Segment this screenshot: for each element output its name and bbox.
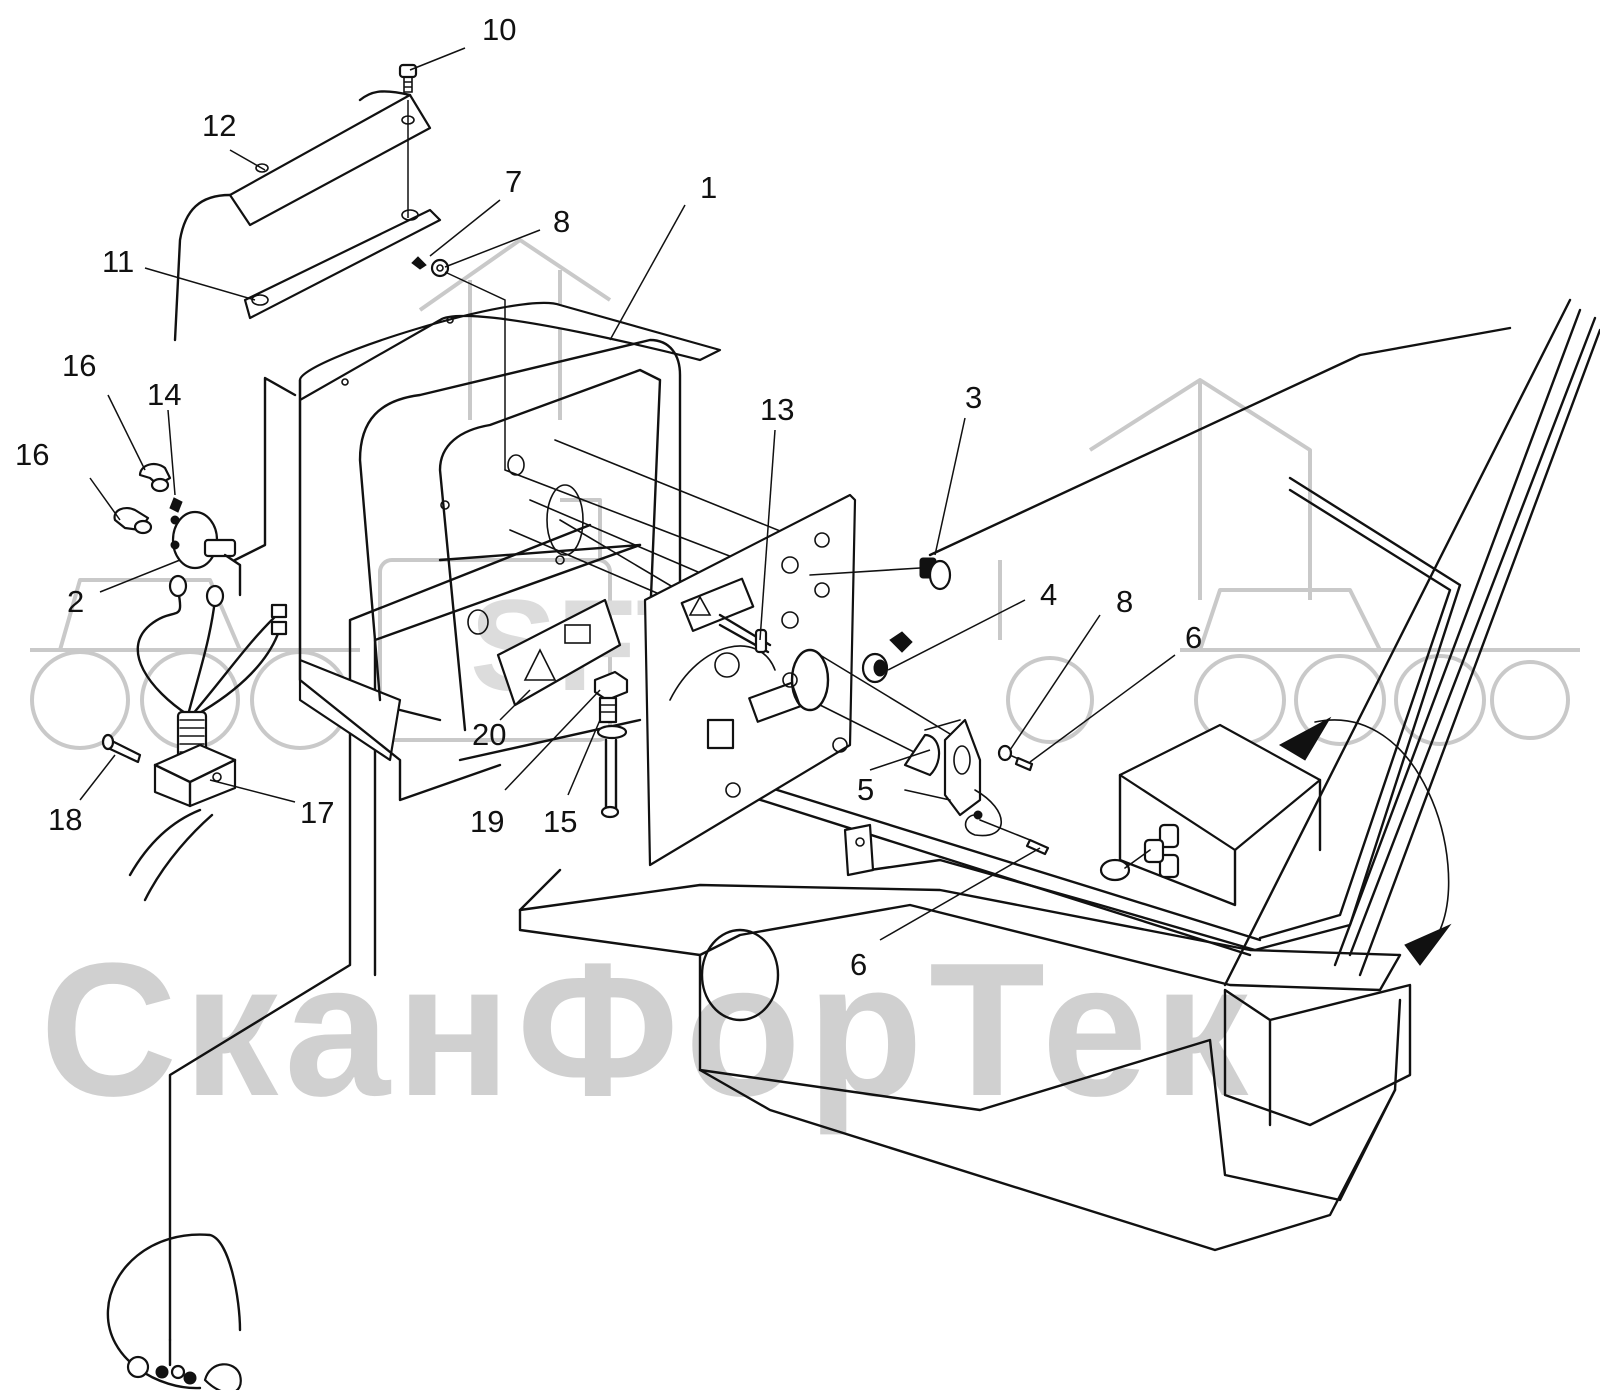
watermark-tractor-right (1180, 588, 1580, 746)
frame-arm-outer (1333, 308, 1600, 977)
bolt-19 (593, 670, 629, 724)
callout-13: 13 (760, 392, 794, 427)
callout-4: 4 (1040, 577, 1057, 612)
panel-gauge-arc (669, 645, 776, 701)
housing-hole-1 (440, 500, 450, 510)
callout-17: 17 (300, 795, 334, 830)
housing-hole-2 (555, 555, 565, 565)
frame-rail-left (168, 523, 592, 1342)
callout-6-lower: 6 (850, 947, 867, 982)
panel-socket-rods (819, 654, 961, 761)
callout-8-right: 8 (1116, 584, 1133, 619)
housing-front-frame (358, 338, 682, 702)
cover-hole-1 (255, 163, 269, 173)
housing-inner-oval (546, 484, 584, 556)
callout-10: 10 (482, 12, 516, 47)
hose-16-lower (113, 506, 153, 535)
watermark-text: СканФорТек (40, 924, 1254, 1136)
housing-hole-3 (341, 378, 349, 386)
housing-grommet (467, 609, 489, 635)
direction-arrow-2 (1404, 923, 1452, 966)
strip-hole-2 (401, 209, 419, 221)
callout-1: 1 (700, 170, 717, 205)
frame-rod (743, 778, 1262, 957)
warning-decal-top (680, 577, 755, 632)
pin-15 (596, 724, 628, 819)
callout-18: 18 (48, 802, 82, 837)
socket-2 (170, 510, 242, 597)
housing-1 (298, 301, 791, 802)
lower-box (1223, 983, 1412, 1127)
callout-7: 7 (505, 164, 522, 199)
fitting-14 (169, 497, 183, 513)
callout-labels: 10 12 7 8 1 11 16 14 16 2 13 3 4 8 6 5 2… (15, 12, 1202, 982)
detail-view (106, 1233, 242, 1390)
screw-10 (398, 63, 418, 93)
panel-key-switch (714, 652, 740, 678)
frame-arm (928, 298, 1572, 987)
warning-triangle-icon (688, 595, 712, 616)
callout-16-upper: 16 (62, 348, 96, 383)
callout-6-upper: 6 (1185, 620, 1202, 655)
panel-holes (725, 532, 848, 798)
frame-handle-rail-inner (1258, 488, 1452, 940)
leader-lines (79, 47, 1176, 941)
connector-3 (809, 557, 952, 591)
bracket-plate-6 (843, 823, 875, 877)
housing-inner-rods (504, 439, 791, 621)
screw-6-lower (979, 819, 1050, 856)
strip-11-body (243, 208, 442, 320)
callout-5: 5 (857, 772, 874, 807)
harness-17 (128, 574, 288, 902)
frame-opening (700, 928, 780, 1022)
control-panel-plate (643, 493, 961, 867)
battery-box-side (1118, 773, 1322, 907)
cover-12-fold (173, 90, 412, 342)
bolt-18 (101, 733, 142, 764)
wire-loop-5 (964, 789, 1002, 837)
frame-assembly (168, 298, 1600, 1342)
housing-boss (507, 454, 525, 476)
frame-handle-rail (868, 476, 1462, 952)
strip-11 (243, 208, 442, 320)
strip-hole-1 (251, 294, 269, 306)
hose-16-upper (138, 462, 172, 493)
direction-curve (1314, 719, 1450, 931)
housing-hole-4 (446, 316, 454, 324)
cover-12-body (228, 93, 432, 227)
callout-19: 19 (470, 804, 504, 839)
callout-14: 14 (147, 377, 181, 412)
callout-15: 15 (543, 804, 577, 839)
callout-16-lower: 16 (15, 437, 49, 472)
watermark-center-ring (1006, 656, 1094, 744)
cover-12 (173, 90, 432, 342)
screw-7-axis (444, 271, 506, 470)
bracket-5 (903, 718, 982, 817)
warning-decal-bottom (706, 718, 735, 750)
direction-arrow-1 (1278, 716, 1332, 761)
lamp-4 (861, 631, 913, 684)
callout-3: 3 (965, 380, 982, 415)
callout-8-top: 8 (553, 204, 570, 239)
frame-tray (518, 883, 1402, 992)
callout-12: 12 (202, 108, 236, 143)
panel-label (748, 681, 802, 723)
callout-2: 2 (67, 584, 84, 619)
panel-plate (643, 493, 857, 867)
cable-socket-2 (233, 376, 297, 562)
callout-20: 20 (472, 717, 506, 752)
frame-tray-lower (698, 1068, 1397, 1252)
housing-inner-frame (438, 368, 662, 732)
washer-8-top (430, 258, 450, 278)
callout-11: 11 (102, 244, 134, 279)
washer-8-right (997, 744, 1031, 765)
screw-6-upper (1014, 756, 1034, 772)
battery-terminals (1099, 823, 1180, 882)
watermark-tractor-left (30, 578, 360, 750)
housing-side (298, 378, 502, 802)
panel-socket-opening (790, 648, 830, 712)
screw-7 (411, 256, 427, 270)
decal-20 (496, 598, 622, 707)
